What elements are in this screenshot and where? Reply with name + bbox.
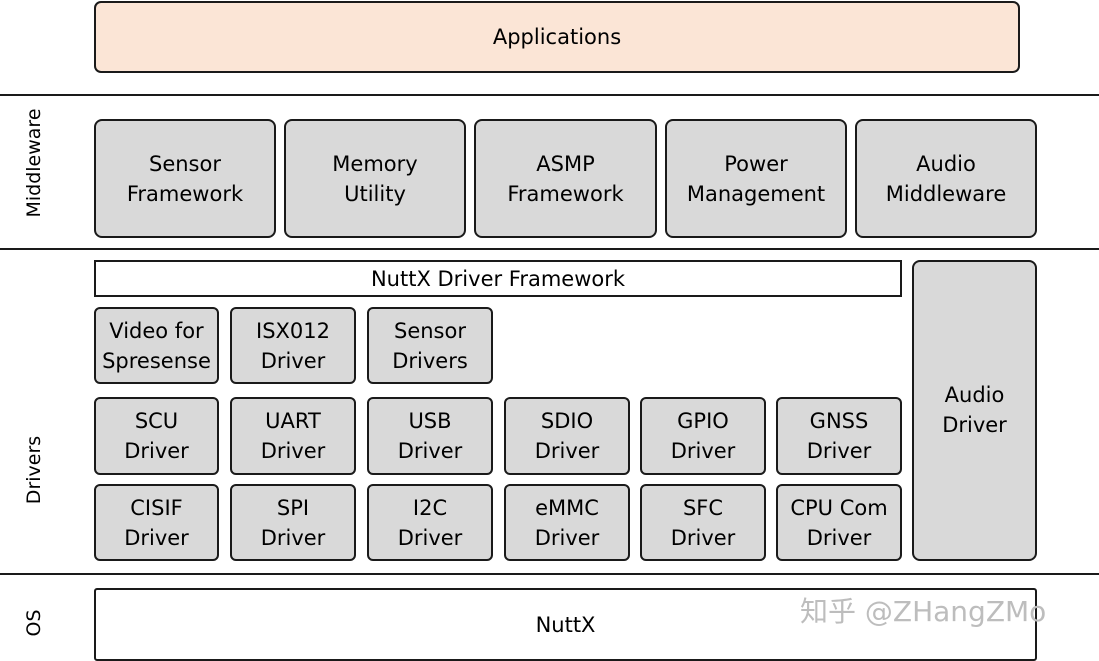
applications-box: Applications (94, 1, 1020, 73)
layer-label-drivers: Drivers (23, 435, 45, 505)
driver-isx012: ISX012 Driver (230, 307, 356, 384)
driver-emmc: eMMC Driver (504, 484, 630, 561)
separator-drivers-os (0, 573, 1099, 575)
driver-audio: Audio Driver (912, 260, 1037, 561)
driver-cisif: CISIF Driver (94, 484, 219, 561)
driver-sensor-drivers: Sensor Drivers (367, 307, 493, 384)
driver-gnss: GNSS Driver (776, 397, 902, 475)
middleware-sensor-framework: Sensor Framework (94, 119, 276, 238)
driver-cpu-com: CPU Com Driver (776, 484, 902, 561)
driver-scu: SCU Driver (94, 397, 219, 475)
layer-label-middleware: Middleware (23, 108, 45, 218)
watermark: 知乎 @ZHangZMo (800, 595, 1047, 628)
middleware-memory-utility: Memory Utility (284, 119, 466, 238)
driver-usb: USB Driver (367, 397, 493, 475)
driver-video-for-spresense: Video for Spresense (94, 307, 219, 384)
middleware-audio-middleware: Audio Middleware (855, 119, 1037, 238)
driver-gpio: GPIO Driver (640, 397, 766, 475)
middleware-asmp-framework: ASMP Framework (474, 119, 657, 238)
nuttx-driver-framework: NuttX Driver Framework (94, 260, 902, 297)
middleware-power-management: Power Management (665, 119, 847, 238)
driver-sdio: SDIO Driver (504, 397, 630, 475)
layer-label-os: OS (23, 609, 45, 637)
driver-uart: UART Driver (230, 397, 356, 475)
driver-i2c: I2C Driver (367, 484, 493, 561)
driver-spi: SPI Driver (230, 484, 356, 561)
os-nuttx-box: NuttX (94, 588, 1037, 661)
separator-top (0, 94, 1099, 96)
driver-sfc: SFC Driver (640, 484, 766, 561)
separator-middleware-drivers (0, 248, 1099, 250)
